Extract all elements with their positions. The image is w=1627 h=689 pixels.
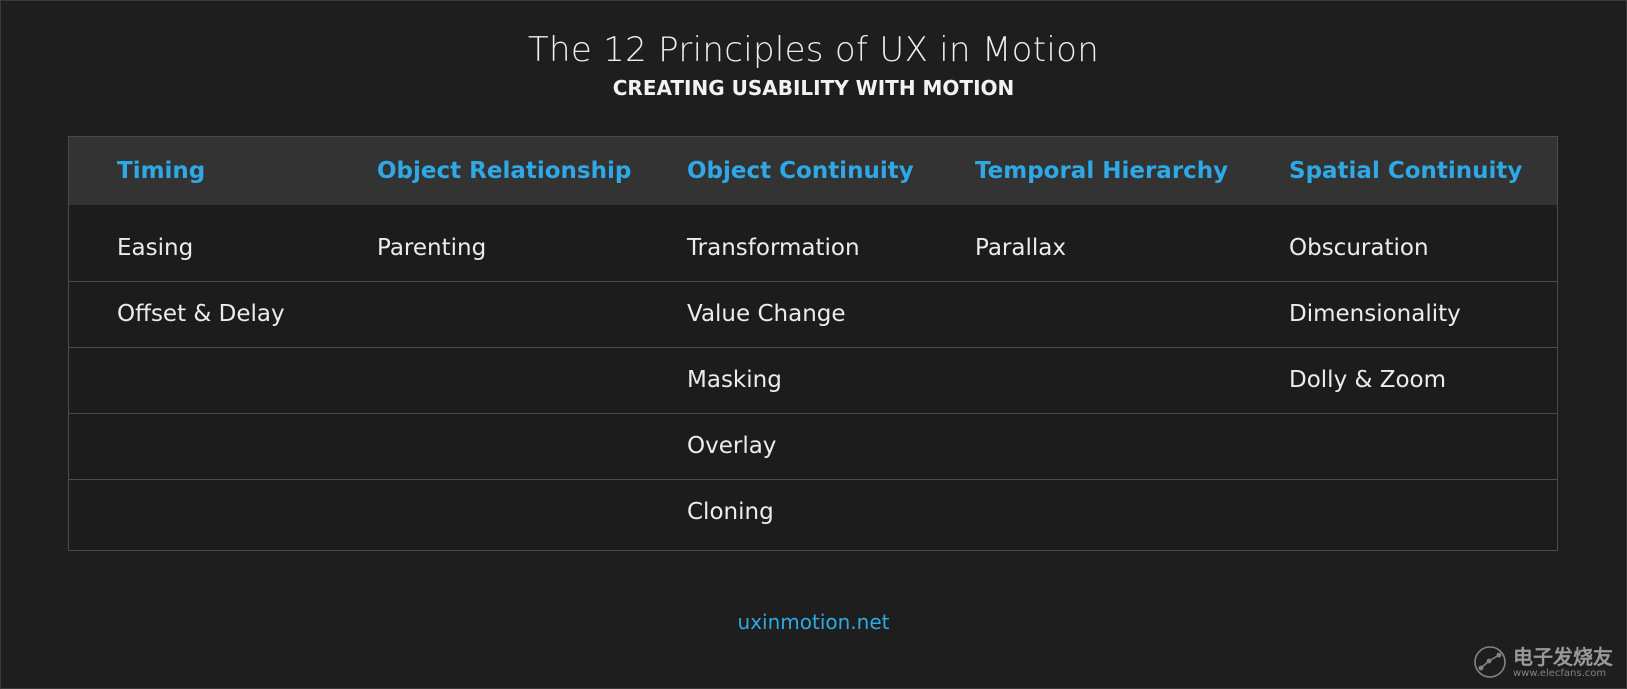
- cell-value-change: Value Change: [687, 301, 846, 327]
- cell-cloning: Cloning: [687, 499, 774, 525]
- watermark: 电子发烧友 www.elecfans.com: [1473, 645, 1613, 679]
- cell-parenting: Parenting: [377, 235, 487, 261]
- header-timing: Timing: [117, 158, 206, 184]
- header-object-relationship: Object Relationship: [377, 158, 632, 184]
- watermark-main: 电子发烧友: [1513, 644, 1613, 669]
- page-title: The 12 Principles of UX in Motion: [527, 30, 1100, 70]
- site-link[interactable]: uxinmotion.net: [737, 610, 890, 634]
- watermark-sub: www.elecfans.com: [1513, 667, 1607, 679]
- cell-obscuration: Obscuration: [1289, 235, 1429, 261]
- cell-overlay: Overlay: [687, 433, 777, 459]
- row-divider: [69, 281, 1557, 282]
- row-divider: [69, 413, 1557, 414]
- cell-dimensionality: Dimensionality: [1289, 301, 1461, 327]
- cell-easing: Easing: [117, 235, 194, 261]
- cell-transformation: Transformation: [687, 235, 860, 261]
- principles-table: Timing Object Relationship Object Contin…: [68, 136, 1558, 551]
- network-node-icon: [1474, 646, 1506, 678]
- watermark-text: 电子发烧友 www.elecfans.com: [1513, 646, 1613, 679]
- row-divider: [69, 347, 1557, 348]
- cell-parallax: Parallax: [975, 235, 1066, 261]
- row-divider: [69, 479, 1557, 480]
- cell-masking: Masking: [687, 367, 782, 393]
- page-subtitle: CREATING USABILITY WITH MOTION: [612, 76, 1015, 100]
- header-temporal-hierarchy: Temporal Hierarchy: [975, 158, 1229, 184]
- table-header: Timing Object Relationship Object Contin…: [69, 137, 1557, 205]
- header-object-continuity: Object Continuity: [687, 158, 914, 184]
- header-spatial-continuity: Spatial Continuity: [1289, 158, 1523, 184]
- cell-offset-delay: Offset & Delay: [117, 301, 285, 327]
- cell-dolly-zoom: Dolly & Zoom: [1289, 367, 1447, 393]
